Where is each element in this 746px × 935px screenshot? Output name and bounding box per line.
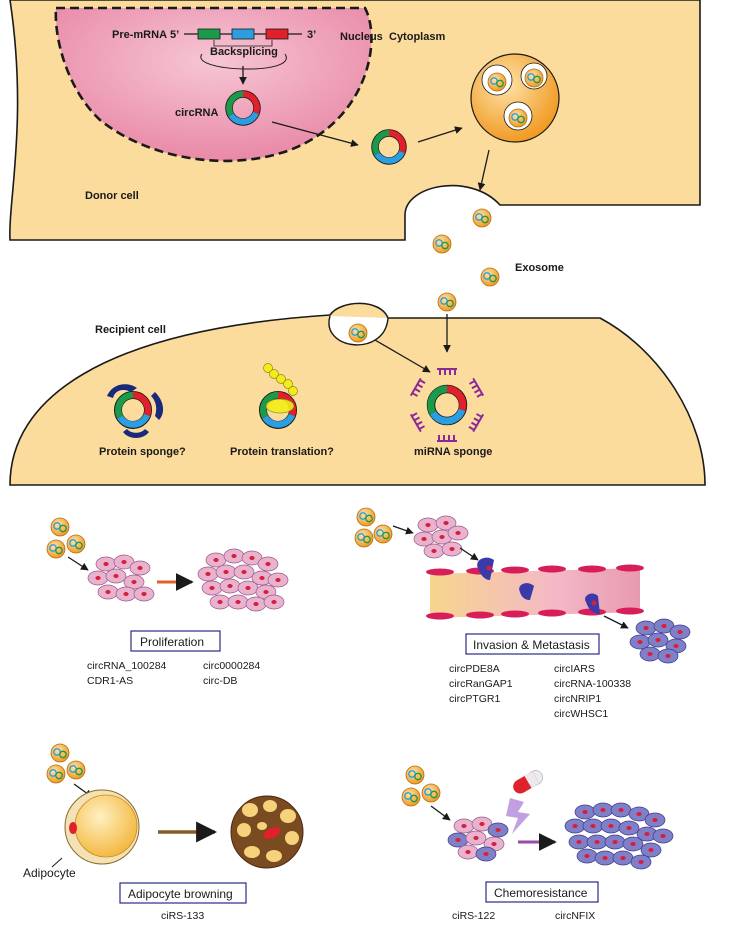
exosome [432,234,452,254]
exon-green [197,28,221,40]
chemoresistance-title-box [485,881,599,903]
exosome [480,267,500,287]
backsplicing-label: Backsplicing [210,46,278,58]
gene-label: circNRIP1 [554,693,601,705]
protein-translation-label: Protein translation? [230,446,334,458]
chemoresistance-panel: Chemoresistance ciRS-122 circNFIX [401,765,674,922]
cell-cluster-small [87,554,155,602]
recipient-cell [9,302,706,486]
nucleus-label: Nucleus [340,31,383,43]
exosome-label: Exosome [515,262,564,274]
proliferation-title: Proliferation [140,635,204,649]
five-prime-label: 5’ [170,29,179,41]
nucleus [54,6,373,163]
gene-label: circRNA-100338 [554,678,631,690]
protein-sponge-icon [107,384,164,438]
cell-cluster-large [197,548,289,612]
exon-blue [231,28,255,40]
exosome [472,208,492,228]
adipocyte-label: Adipocyte [23,866,76,880]
exon-red [265,28,289,40]
gene-label: circNFIX [555,910,595,922]
adipocyte-cell [64,789,140,865]
protein-translation-icon [259,363,298,429]
multivesicular-body [470,53,560,143]
exosome [437,292,457,312]
proliferation-title-box [130,630,221,652]
protein-sponge-label: Protein sponge? [99,446,186,458]
gene-label: circ0000284 [203,660,260,672]
invasion-panel: Invasion & Metastasis circPDE8A circRanG… [354,507,691,720]
donor-cell-label: Donor cell [85,190,139,202]
circrna-ring-nucleus [225,90,261,126]
blood-vessel [430,568,640,618]
pre-mrna-label: Pre-mRNA [112,29,167,41]
gene-label: circPTGR1 [449,693,500,705]
invasion-title: Invasion & Metastasis [473,638,590,652]
mirna-sponge-label: miRNA sponge [414,446,492,458]
proliferation-panel: Proliferation circRNA_100284 CDR1-AS cir… [46,517,289,687]
circrna-label: circRNA [175,107,218,119]
drug-capsule-icon [513,770,544,794]
adipocyte-title: Adipocyte browning [128,887,233,901]
gene-label: CDR1-AS [87,675,133,687]
brown-adipocyte [230,795,304,869]
cytoplasm-label: Cytoplasm [389,31,445,43]
gene-label: circIARS [554,663,595,675]
gene-label: ciRS-133 [161,910,204,922]
chemoresistance-title: Chemoresistance [494,886,588,900]
adipocyte-panel: Adipocyte Adipocyte browning ciRS-133 [23,743,304,922]
adipocyte-title-box [119,882,247,904]
gene-label: circRNA_100284 [87,660,167,672]
circrna-ring-cytoplasm [371,129,407,165]
recipient-cell-label: Recipient cell [95,324,166,336]
mirna-sponge-icon [409,368,485,442]
gene-label: ciRS-122 [452,910,495,922]
invasion-title-box [465,633,600,655]
lightning-icon [506,798,530,834]
gene-label: circWHSC1 [554,708,608,720]
gene-label: circ-DB [203,675,237,687]
gene-label: circRanGAP1 [449,678,513,690]
gene-label: circPDE8A [449,663,500,675]
three-prime-label: 3’ [307,29,316,41]
